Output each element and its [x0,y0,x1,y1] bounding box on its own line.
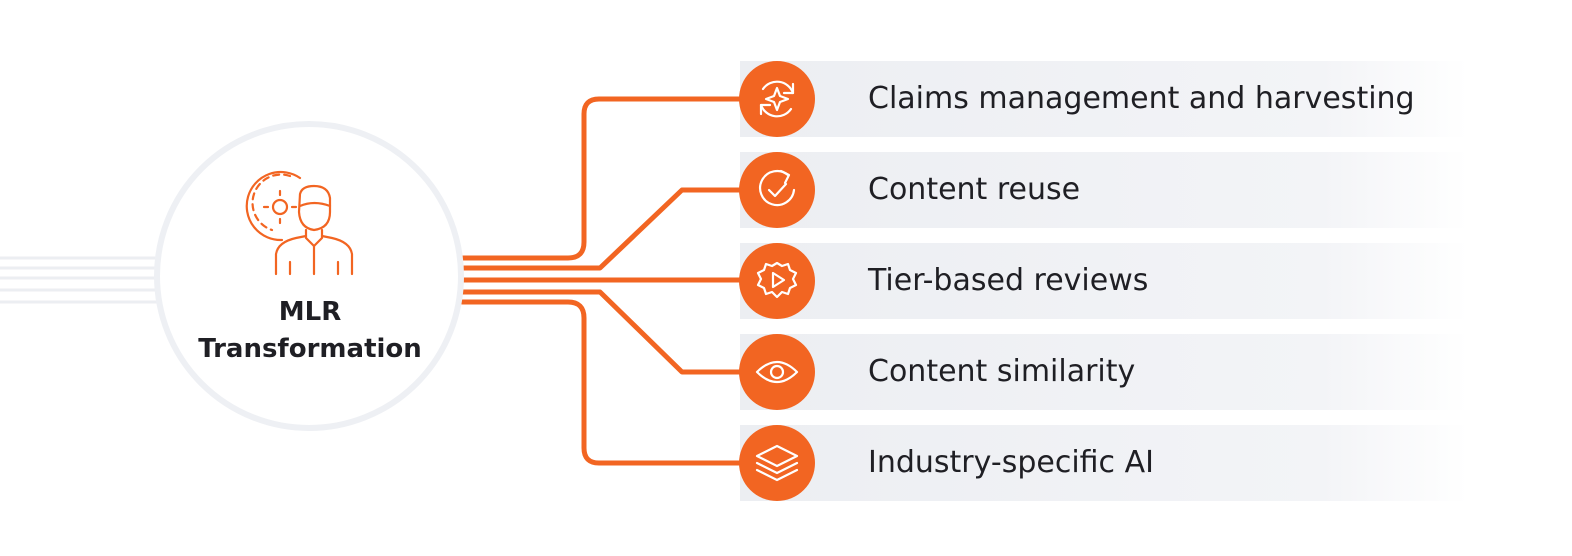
hub-title-line1: MLR [278,297,342,327]
row-background [740,152,1468,228]
icon-badge [739,243,815,319]
row-background [740,61,1468,137]
connectors [459,96,743,466]
hub-title-line2: Transformation [198,334,422,364]
hub-title: MLR Transformation [160,294,460,368]
item-label-content-similarity: Content similarity [868,354,1136,389]
connector-reuse [459,187,743,271]
row-backgrounds [740,61,1468,501]
item-label-industry-ai: Industry-specific AI [868,445,1154,480]
circular-check-icon [759,169,796,207]
row-background [740,425,1468,501]
layers-icon [755,444,799,482]
hub-circle [154,121,464,431]
gear-play-icon [756,261,798,299]
icon-badge [739,61,815,137]
connector-industry [459,299,743,466]
item-label-content-reuse: Content reuse [868,172,1081,207]
connector-claims [459,96,743,261]
row-background [740,243,1468,319]
icon-badge [739,152,815,228]
refresh-sparkle-icon [759,80,795,118]
incoming-lines [0,256,160,304]
person-gear-icon [245,170,354,276]
connector-similarity [459,289,743,375]
item-label-claims: Claims management and harvesting [868,81,1415,116]
item-label-tier-based-reviews: Tier-based reviews [868,263,1149,298]
item-icon-circles [739,61,815,501]
icon-badge [739,425,815,501]
icon-badge [739,334,815,410]
eye-icon [755,360,799,384]
row-background [740,334,1468,410]
